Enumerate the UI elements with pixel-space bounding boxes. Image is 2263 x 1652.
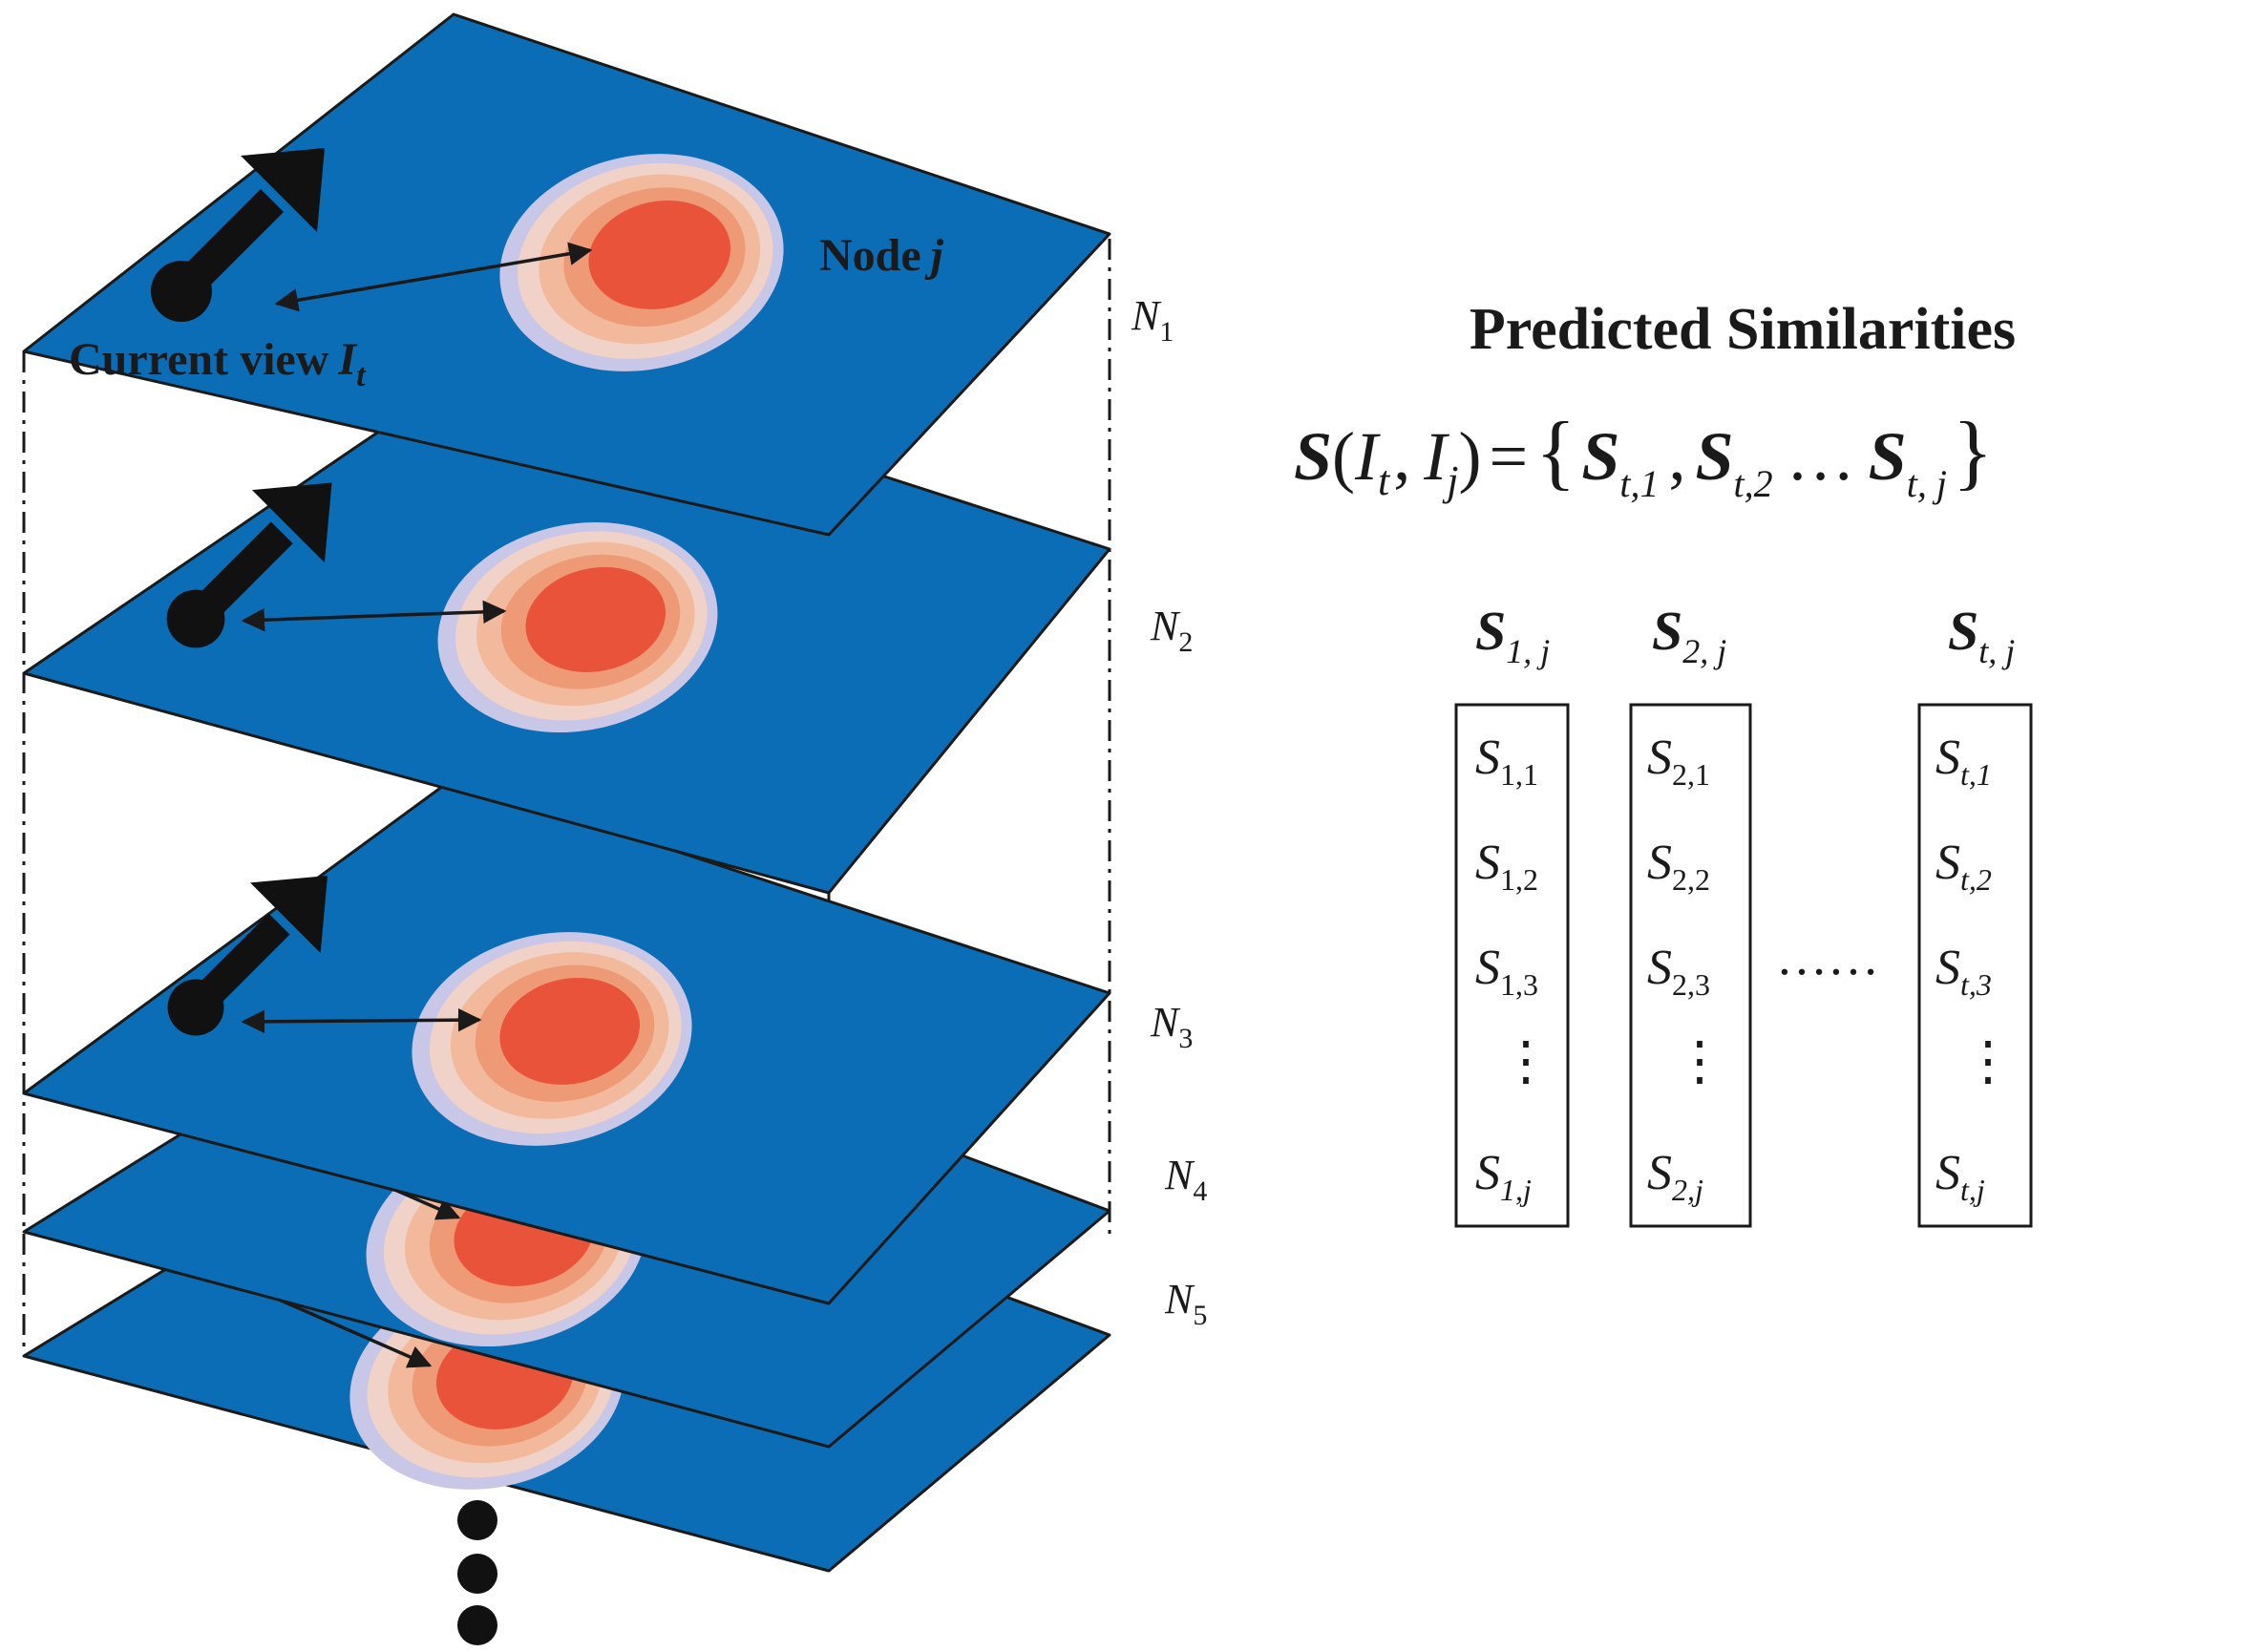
- layer-2-agent: [166, 482, 332, 648]
- agent-arrow-head: [250, 876, 328, 953]
- between-columns-ellipsis: ……: [1776, 928, 1879, 985]
- similarity-formula: S(It,Ij)={St,1,St,2…St, j}: [1294, 406, 1993, 505]
- blob-ring-5: [499, 977, 641, 1085]
- layer-label-3: N3: [1150, 999, 1193, 1054]
- column-header-t: St, j: [1948, 600, 2015, 670]
- cell-2-ellipsis: ⋮: [1673, 1032, 1726, 1091]
- cell-t-3: St,3: [1935, 941, 1992, 1002]
- layer-3-distance-arrow: [241, 1007, 482, 1034]
- blob-ring-5: [588, 200, 731, 309]
- cell-2-2: S2,2: [1647, 836, 1710, 897]
- cell-1-3: S1,3: [1475, 941, 1538, 1002]
- cell-1-j: S1,j: [1475, 1146, 1532, 1207]
- similarities-panel: Predicted Similarities S(It,Ij)={St,1,St…: [1294, 297, 2033, 1228]
- similarity-column-t: St, j St,1 St,2 St,3 ⋮ St,j: [1917, 600, 2033, 1228]
- cell-t-j: St,j: [1935, 1146, 1985, 1207]
- agent-arrow-shaft: [169, 188, 285, 304]
- agent-arrow-head: [241, 148, 325, 232]
- cell-t-ellipsis: ⋮: [1961, 1032, 2015, 1091]
- similarity-column-2: S2, j S2,1 S2,2 S2,3 ⋮ S2,j: [1629, 600, 1752, 1228]
- cell-2-3: S2,3: [1647, 941, 1710, 1002]
- column-box-1: [1454, 703, 1570, 1228]
- similarities-title: Predicted Similarities: [1470, 297, 2016, 362]
- agent-arrow-shaft: [184, 913, 290, 1019]
- layer-3-blob: [412, 932, 692, 1146]
- cell-2-1: S2,1: [1647, 731, 1710, 792]
- column-box-t: [1917, 703, 2033, 1228]
- agent-arrow-shaft: [184, 521, 293, 630]
- layer-label-2: N2: [1150, 603, 1193, 658]
- cell-1-ellipsis: ⋮: [1499, 1032, 1553, 1091]
- layer-3-agent: [167, 876, 328, 1036]
- layer-5-distance-arrow: [276, 1297, 433, 1368]
- layer-2-blob: [437, 521, 718, 733]
- layer-2-distance-arrow: [241, 600, 507, 632]
- cell-1-1: S1,1: [1475, 731, 1538, 792]
- cell-2-j: S2,j: [1647, 1146, 1703, 1207]
- layer-label-4: N4: [1164, 1152, 1207, 1207]
- cell-t-2: St,2: [1935, 836, 1992, 897]
- layer-label-1: N1: [1131, 292, 1174, 348]
- blob-ring-5: [525, 566, 666, 672]
- layer-1-agent: [151, 148, 325, 322]
- layer-label-5: N5: [1164, 1276, 1207, 1331]
- column-header-1: S1, j: [1475, 600, 1550, 670]
- layer-3: [22, 776, 1111, 1305]
- similarity-column-1: S1, j S1,1 S1,2 S1,3 ⋮ S1,j: [1454, 600, 1570, 1228]
- cell-1-2: S1,2: [1475, 836, 1538, 897]
- column-box-2: [1629, 703, 1752, 1228]
- column-header-2: S2, j: [1652, 600, 1726, 670]
- agent-arrow-head: [251, 482, 332, 563]
- vertical-ellipsis-icon: [457, 1500, 497, 1645]
- layer-1-distance-arrow: [274, 242, 593, 312]
- cell-t-1: St,1: [1935, 731, 1992, 792]
- layer-labels: N1 N2 N3 N4 N5: [1131, 292, 1207, 1331]
